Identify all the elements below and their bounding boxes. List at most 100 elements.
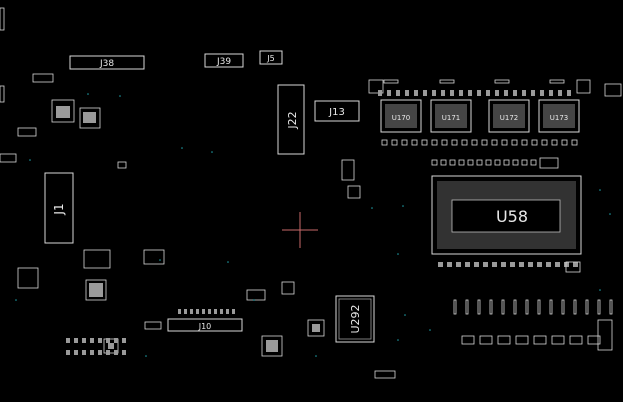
footprint	[74, 338, 78, 343]
footprint	[519, 262, 524, 267]
footprint	[381, 139, 388, 146]
footprint	[90, 338, 94, 343]
footprint	[483, 262, 488, 267]
memory-chip-u173[interactable]: U173	[538, 99, 580, 133]
footprint	[597, 319, 613, 351]
connector-j10[interactable]: J10	[167, 318, 243, 332]
footprint	[501, 262, 506, 267]
footprint	[495, 90, 499, 96]
footprint	[533, 335, 547, 345]
footprint	[474, 262, 479, 267]
footprint	[17, 127, 37, 137]
footprint	[423, 90, 427, 96]
footprint	[546, 262, 551, 267]
footprint	[564, 262, 569, 267]
footprint	[510, 262, 515, 267]
footprint	[539, 157, 559, 169]
footprint	[401, 139, 408, 146]
via-dot	[599, 289, 601, 291]
footprint	[447, 262, 452, 267]
footprint	[486, 90, 490, 96]
memory-chip-u170-label: U170	[392, 114, 410, 122]
footprint	[541, 139, 548, 146]
footprint	[387, 90, 391, 96]
footprint	[347, 185, 361, 199]
footprint	[576, 79, 591, 94]
chip-u292[interactable]: U292	[335, 295, 375, 343]
footprint	[421, 139, 428, 146]
connector-j1-label: J1	[52, 203, 66, 215]
connector-j39[interactable]: J39	[204, 53, 244, 68]
memory-chip-u170[interactable]: U170	[380, 99, 422, 133]
footprint	[405, 90, 409, 96]
footprint	[573, 262, 578, 267]
footprint	[513, 299, 517, 315]
cpu-u58[interactable]: U58	[431, 175, 582, 255]
connector-j22[interactable]: J22	[277, 84, 305, 155]
footprint	[485, 159, 492, 166]
footprint	[503, 159, 510, 166]
footprint	[432, 90, 436, 96]
memory-chip-u172[interactable]: U172	[488, 99, 530, 133]
footprint	[549, 90, 553, 96]
connector-j1[interactable]: J1	[44, 172, 74, 244]
footprint	[341, 159, 355, 181]
via-dot	[404, 314, 406, 316]
via-dot	[29, 159, 31, 161]
footprint	[32, 73, 54, 83]
via-dot	[15, 299, 17, 301]
footprint	[66, 338, 70, 343]
via-dot	[402, 205, 404, 207]
footprint	[492, 262, 497, 267]
footprint	[551, 335, 565, 345]
footprint	[513, 90, 517, 96]
memory-chip-u171[interactable]: U171	[430, 99, 472, 133]
footprint	[143, 249, 165, 265]
footprint	[585, 299, 589, 315]
footprint	[468, 90, 472, 96]
footprint	[438, 262, 443, 267]
footprint	[465, 262, 470, 267]
via-dot	[227, 261, 229, 263]
footprint	[465, 299, 469, 315]
footprint	[522, 90, 526, 96]
footprint	[494, 79, 510, 84]
footprint	[66, 350, 70, 355]
footprint	[567, 90, 571, 96]
connector-j22-label: J22	[286, 111, 299, 129]
memory-chip-u172-label: U172	[500, 114, 518, 122]
footprint	[458, 159, 465, 166]
footprint	[587, 335, 601, 345]
connector-j38[interactable]: J38	[69, 55, 145, 70]
footprint	[89, 283, 103, 297]
connector-j5-label: J5	[266, 54, 274, 63]
footprint	[501, 139, 508, 146]
footprint	[565, 261, 581, 273]
footprint	[196, 309, 199, 314]
footprint	[476, 159, 483, 166]
footprint	[114, 350, 118, 355]
connector-j5[interactable]: J5	[259, 50, 283, 65]
footprint	[453, 299, 457, 315]
footprint	[439, 79, 455, 84]
footprint	[604, 83, 622, 97]
footprint	[609, 299, 613, 315]
footprint	[106, 350, 110, 355]
footprint	[558, 90, 562, 96]
footprint	[202, 309, 205, 314]
footprint	[459, 90, 463, 96]
connector-j10-label: J10	[198, 322, 212, 331]
footprint	[461, 139, 468, 146]
footprint	[431, 139, 438, 146]
footprint	[0, 153, 17, 163]
footprint	[561, 139, 568, 146]
footprint	[530, 159, 537, 166]
via-dot	[371, 207, 373, 209]
cpu-u58-label: U58	[496, 207, 528, 226]
footprint	[489, 299, 493, 315]
connector-j13[interactable]: J13	[314, 100, 360, 122]
footprint	[85, 279, 107, 301]
footprint	[571, 139, 578, 146]
footprint	[512, 159, 519, 166]
